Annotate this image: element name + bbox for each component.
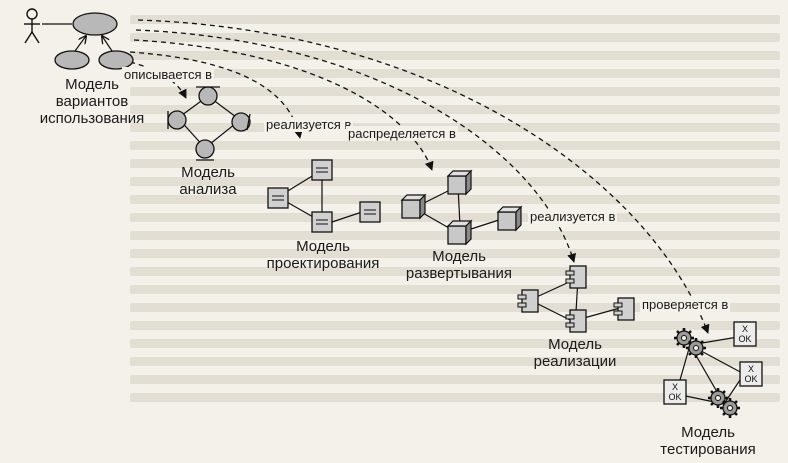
svg-text:X: X <box>748 364 754 374</box>
deployment-node-cube <box>496 205 523 232</box>
analysis-node <box>195 139 215 159</box>
relation-realized-impl: реализуется в <box>528 209 618 224</box>
arc-distributed <box>133 39 434 171</box>
component-icon <box>613 297 635 321</box>
use-case-ellipse <box>54 50 90 70</box>
test-procedure-gear-icon <box>684 336 708 360</box>
design-class-box <box>311 211 333 233</box>
analysis-node <box>231 112 251 132</box>
label-analysis-model: Модель анализа <box>179 164 237 198</box>
deployment-node-cube <box>400 193 427 220</box>
arc-realized-design <box>129 51 303 139</box>
component-icon <box>517 289 539 313</box>
analysis-node <box>167 110 187 130</box>
arc-verified <box>137 19 710 334</box>
label-design-model: Модель проектирования <box>266 238 380 272</box>
actor-icon <box>24 8 40 44</box>
analysis-node <box>198 86 218 106</box>
label-test-model: Модель тестирования <box>660 424 756 458</box>
relation-realized-design: реализуется в <box>264 117 354 132</box>
deployment-node-cube <box>446 169 473 196</box>
deployment-node-cube <box>446 219 473 246</box>
label-implementation-model: Модель реализации <box>533 336 617 370</box>
svg-text:OK: OK <box>668 392 681 402</box>
label-use-case-model: Модель вариантов использования <box>39 76 145 127</box>
label-deployment-model: Модель развертывания <box>405 248 513 282</box>
svg-text:X: X <box>672 382 678 392</box>
component-icon <box>565 265 587 289</box>
svg-text:OK: OK <box>738 334 751 344</box>
design-class-box <box>311 159 333 181</box>
use-case-ellipse <box>72 12 118 36</box>
test-case-icon: X OK <box>663 379 687 405</box>
svg-text:X: X <box>742 324 748 334</box>
relation-described: описывается в <box>122 67 215 82</box>
design-class-box <box>267 187 289 209</box>
relation-verified: проверяется в <box>640 297 731 312</box>
component-icon <box>565 309 587 333</box>
use-case-ellipse <box>98 50 134 70</box>
test-case-icon: X OK <box>733 321 757 347</box>
design-class-box <box>359 201 381 223</box>
svg-text:OK: OK <box>744 374 757 384</box>
relation-distributed: распределяется в <box>346 126 458 141</box>
test-procedure-gear-icon <box>718 396 742 420</box>
test-case-icon: X OK <box>739 361 763 387</box>
